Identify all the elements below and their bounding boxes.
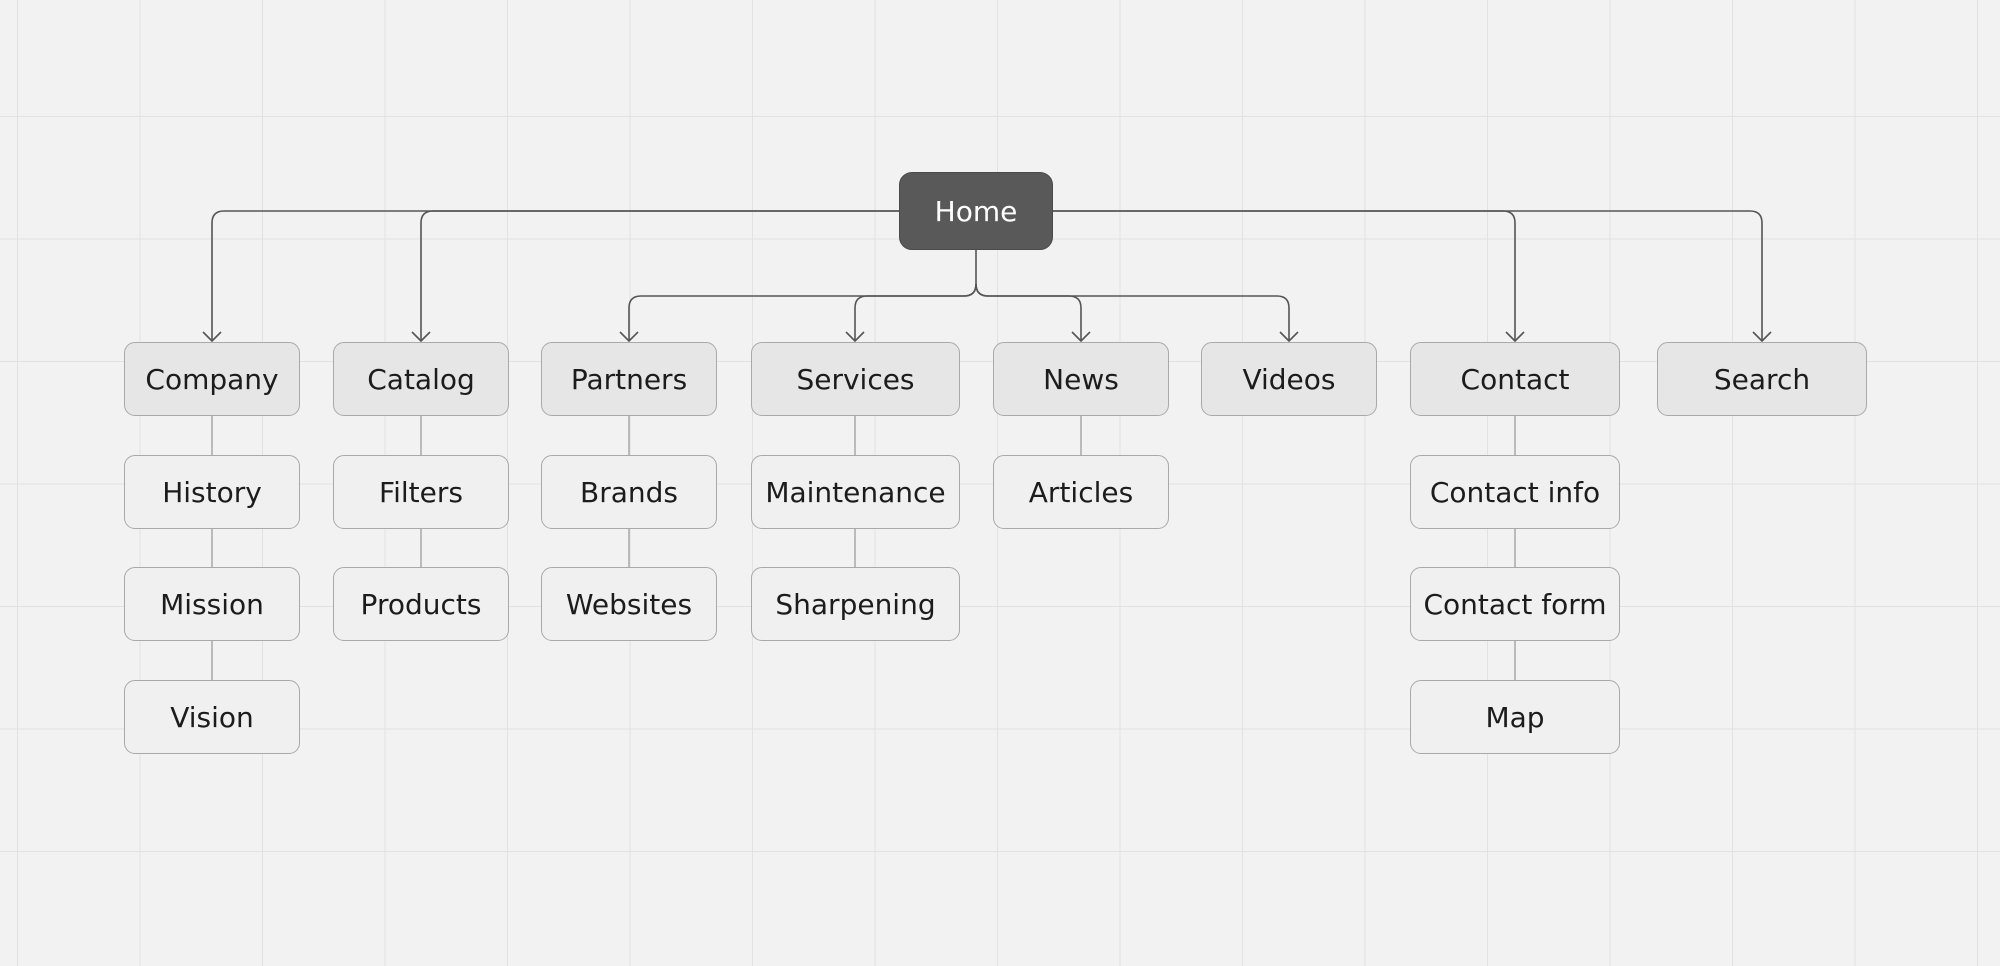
node-label: Websites: [565, 587, 693, 621]
node-label: Filters: [379, 475, 463, 509]
node-label: Partners: [570, 362, 688, 396]
connector-home-search: [1053, 210, 1763, 341]
connector-home-contact: [1053, 210, 1516, 341]
node-mission[interactable]: Mission: [124, 567, 300, 641]
node-videos[interactable]: Videos: [1201, 342, 1377, 416]
connector-home-company: [211, 210, 899, 341]
node-partners[interactable]: Partners: [541, 342, 717, 416]
node-news[interactable]: News: [993, 342, 1169, 416]
node-label: Vision: [170, 700, 254, 734]
connector-home-news: [975, 283, 1082, 341]
arrowhead-videos: [1279, 331, 1299, 342]
node-sharpening[interactable]: Sharpening: [751, 567, 960, 641]
arrowhead-search: [1752, 331, 1772, 342]
node-label: Map: [1485, 700, 1545, 734]
node-home[interactable]: Home: [899, 172, 1053, 250]
connector-home-partners: [628, 283, 977, 341]
arrowhead-news: [1071, 331, 1091, 342]
arrowhead-company: [202, 331, 222, 342]
node-label: Search: [1713, 362, 1811, 396]
node-label: Mission: [160, 587, 264, 621]
node-vision[interactable]: Vision: [124, 680, 300, 754]
node-maintenance[interactable]: Maintenance: [751, 455, 960, 529]
node-label: History: [162, 475, 262, 509]
node-contact[interactable]: Contact: [1410, 342, 1620, 416]
node-label: Sharpening: [775, 587, 936, 621]
node-contact-info[interactable]: Contact info: [1410, 455, 1620, 529]
node-map[interactable]: Map: [1410, 680, 1620, 754]
connector-home-services: [854, 283, 977, 341]
node-label: Contact info: [1429, 475, 1601, 509]
node-filters[interactable]: Filters: [333, 455, 509, 529]
node-articles[interactable]: Articles: [993, 455, 1169, 529]
node-label: News: [1043, 362, 1119, 396]
arrowhead-contact: [1505, 331, 1525, 342]
node-contact-form[interactable]: Contact form: [1410, 567, 1620, 641]
node-services[interactable]: Services: [751, 342, 960, 416]
node-label: Home: [934, 194, 1018, 228]
node-label: Products: [360, 587, 482, 621]
arrowhead-services: [845, 331, 865, 342]
node-label: Maintenance: [765, 475, 946, 509]
node-brands[interactable]: Brands: [541, 455, 717, 529]
arrowhead-partners: [619, 331, 639, 342]
node-websites[interactable]: Websites: [541, 567, 717, 641]
node-label: Company: [145, 362, 279, 396]
node-label: Contact form: [1423, 587, 1607, 621]
node-catalog[interactable]: Catalog: [333, 342, 509, 416]
node-label: Articles: [1028, 475, 1134, 509]
node-label: Contact: [1460, 362, 1570, 396]
node-label: Services: [796, 362, 915, 396]
node-history[interactable]: History: [124, 455, 300, 529]
node-label: Videos: [1242, 362, 1336, 396]
node-label: Brands: [580, 475, 678, 509]
arrowhead-catalog: [411, 331, 431, 342]
node-products[interactable]: Products: [333, 567, 509, 641]
connector-home-catalog: [420, 210, 899, 341]
connector-home-videos: [975, 283, 1290, 341]
node-label: Catalog: [367, 362, 475, 396]
node-company[interactable]: Company: [124, 342, 300, 416]
node-search[interactable]: Search: [1657, 342, 1867, 416]
